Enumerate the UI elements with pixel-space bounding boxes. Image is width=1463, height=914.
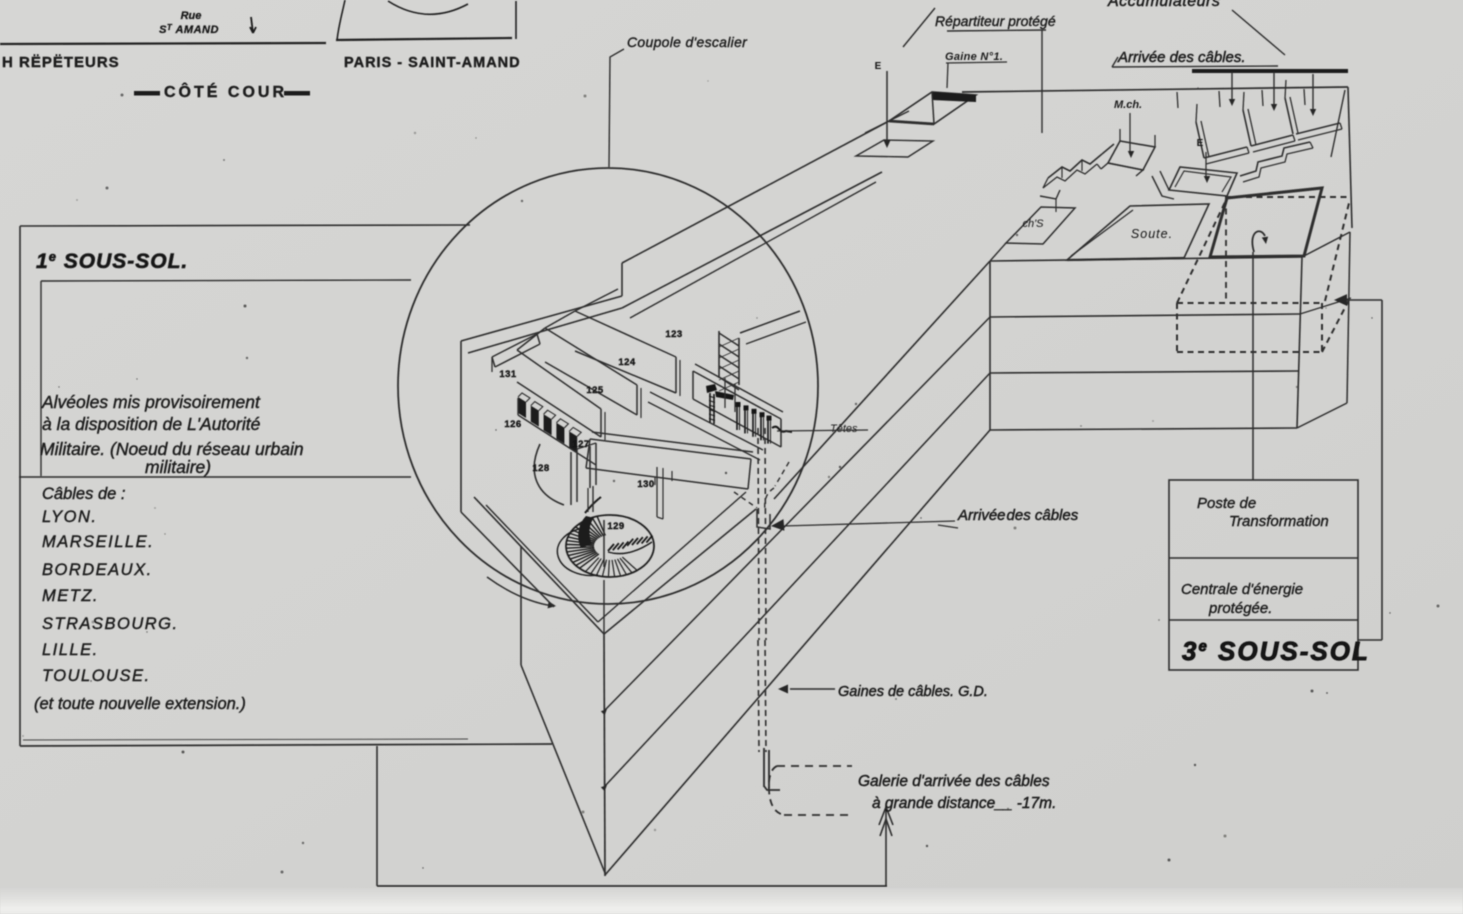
svg-text:protégée.: protégée. (1208, 600, 1272, 617)
svg-text:(et toute nouvelle extension.): (et toute nouvelle extension.) (34, 695, 246, 713)
svg-text:Galerie d'arrivée des câbles: Galerie d'arrivée des câbles (858, 773, 1050, 790)
svg-text:H RËPËTEURS: H RËPËTEURS (2, 54, 120, 71)
svg-text:Câbles de :: Câbles de : (42, 485, 125, 503)
svg-text:Militaire. (Noeud du réseau ur: Militaire. (Noeud du réseau urbain (40, 439, 304, 459)
svg-text:CÔTÉ COUR: CÔTÉ COUR (164, 82, 287, 101)
svg-text:Coupole d'escalier: Coupole d'escalier (627, 34, 748, 50)
svg-text:LYON.: LYON. (42, 508, 98, 526)
svg-text:METZ.: METZ. (42, 587, 99, 605)
svg-text:Centrale d'énergie: Centrale d'énergie (1181, 581, 1303, 598)
svg-text:130: 130 (637, 479, 654, 490)
svg-text:ch'S: ch'S (1022, 218, 1044, 230)
svg-text:Gaines de câbles. G.D.: Gaines de câbles. G.D. (838, 684, 988, 700)
svg-text:131: 131 (499, 369, 517, 380)
svg-text:Soute.: Soute. (1131, 227, 1173, 241)
svg-text:Têtes: Têtes (830, 423, 858, 435)
svg-text:1e SOUS-SOL.: 1e SOUS-SOL. (36, 249, 188, 273)
svg-text:123: 123 (665, 329, 682, 340)
svg-text:STRASBOURG.: STRASBOURG. (42, 615, 179, 633)
svg-text:3e SOUS-SOL: 3e SOUS-SOL (1182, 636, 1370, 666)
svg-text:à grande distance__ -17m.: à grande distance__ -17m. (872, 795, 1056, 812)
svg-text:Arrivéedes câbles: Arrivéedes câbles (957, 507, 1079, 524)
svg-text:militaire): militaire) (145, 457, 211, 477)
svg-text:M.ch.: M.ch. (1114, 99, 1142, 111)
svg-text:128: 128 (532, 463, 549, 474)
svg-text:Alvéoles mis provisoirement: Alvéoles mis provisoirement (41, 392, 261, 412)
svg-text:Poste de: Poste de (1197, 495, 1256, 512)
svg-text:MARSEILLE.: MARSEILLE. (42, 533, 154, 551)
svg-text:Gaine N°1.: Gaine N°1. (945, 51, 1003, 63)
svg-text:Rue: Rue (181, 10, 202, 22)
svg-text:E: E (875, 61, 882, 72)
svg-text:125: 125 (586, 385, 604, 396)
svg-text:à la disposition de L'Autorité: à la disposition de L'Autorité (42, 414, 261, 434)
svg-text:Transformation: Transformation (1229, 513, 1329, 530)
svg-text:124: 124 (618, 357, 636, 368)
svg-text:TOULOUSE.: TOULOUSE. (42, 667, 151, 685)
svg-text:Accumulateurs: Accumulateurs (1107, 0, 1220, 10)
svg-text:ST AMAND: ST AMAND (159, 23, 219, 36)
svg-text:127: 127 (572, 439, 589, 450)
svg-text:PARIS - SAINT-AMAND: PARIS - SAINT-AMAND (344, 55, 521, 71)
svg-text:126: 126 (504, 419, 521, 430)
svg-text:Arrivée des câbles.: Arrivée des câbles. (1117, 49, 1246, 66)
svg-text:129: 129 (607, 521, 624, 532)
svg-text:E: E (1197, 138, 1204, 149)
svg-text:Répartiteur protégé: Répartiteur protégé (935, 13, 1056, 29)
svg-text:LILLE.: LILLE. (42, 641, 99, 659)
svg-text:BORDEAUX.: BORDEAUX. (42, 561, 153, 579)
